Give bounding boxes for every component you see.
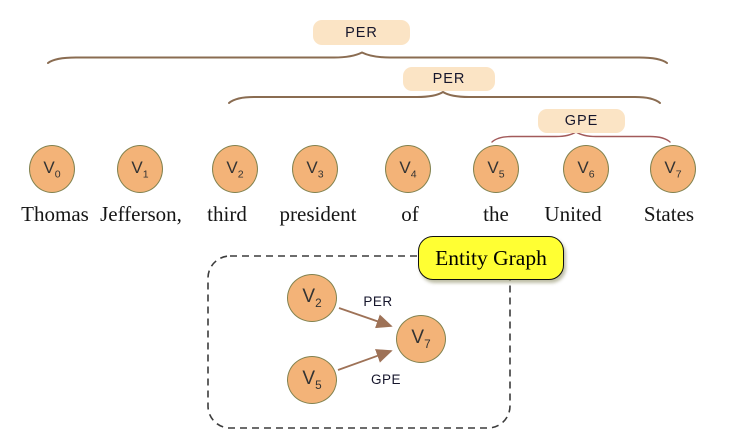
brace-per-inner-icon <box>228 90 661 104</box>
node-label: V2 <box>226 157 244 180</box>
token-word: of <box>401 202 419 226</box>
token-word: third <box>207 202 247 226</box>
edge-arrow-gpe-icon <box>337 349 393 371</box>
edge-label-gpe: GPE <box>370 372 402 387</box>
edge-label-per: PER <box>363 294 393 309</box>
token-word: Thomas <box>21 202 89 226</box>
token-word: States <box>643 202 695 226</box>
entity-graph-title: Entity Graph <box>418 236 564 280</box>
token-circle-v2: V2 <box>212 145 258 193</box>
brace-gpe-icon <box>491 131 671 143</box>
token-circle-v1: V1 <box>117 145 163 193</box>
node-label: V5 <box>487 157 505 180</box>
node-label: V7 <box>411 326 431 351</box>
node-label: V5 <box>302 367 322 392</box>
token-circle-v0: V0 <box>29 145 75 193</box>
span-label-gpe: GPE <box>538 109 625 133</box>
token-circle-v4: V4 <box>385 145 431 193</box>
token-circle-v7: V7 <box>650 145 696 193</box>
edge-arrow-per-icon <box>338 307 393 329</box>
token-word: president <box>279 202 357 226</box>
graph-node-v5: V5 <box>287 356 337 404</box>
node-label: V3 <box>306 157 324 180</box>
node-label: V1 <box>131 157 149 180</box>
entity-graph-dashed-border <box>207 255 511 429</box>
node-label: V0 <box>43 157 61 180</box>
brace-per-outer-icon <box>47 51 668 64</box>
node-label: V6 <box>577 157 595 180</box>
span-label-per-outer: PER <box>313 20 410 45</box>
token-word: the <box>483 202 509 226</box>
token-circle-v6: V6 <box>563 145 609 193</box>
node-label: V7 <box>664 157 682 180</box>
token-word: United <box>544 202 602 226</box>
node-label: V4 <box>399 157 417 180</box>
token-circle-v3: V3 <box>292 145 338 193</box>
graph-node-v7: V7 <box>396 315 446 363</box>
span-label-per-inner: PER <box>403 67 495 91</box>
token-circle-v5: V5 <box>473 145 519 193</box>
token-word: Jefferson, <box>100 202 182 226</box>
node-label: V2 <box>302 285 322 310</box>
graph-node-v2: V2 <box>287 274 337 322</box>
